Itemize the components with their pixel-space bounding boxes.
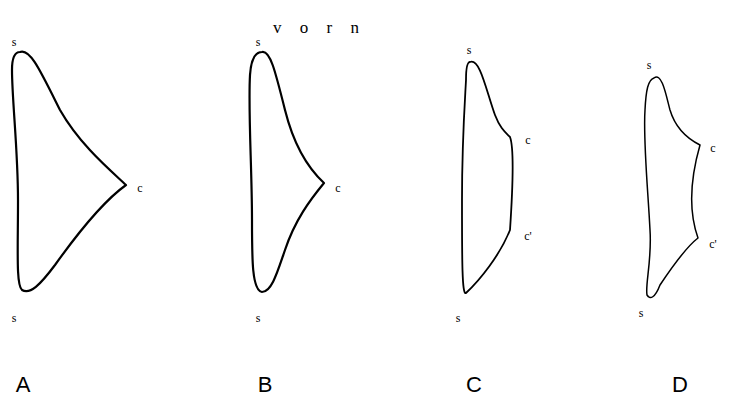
- outline-a: [12, 52, 126, 292]
- outline-b: [249, 52, 324, 292]
- vertex-label: c': [524, 230, 532, 242]
- vertex-label: c: [137, 182, 142, 194]
- vertex-label: s: [456, 312, 461, 324]
- vertex-label: s: [12, 312, 17, 324]
- figure-letter: A: [16, 374, 31, 396]
- figure-letter: C: [466, 374, 482, 396]
- vertex-label: s: [467, 44, 472, 56]
- vertex-label: c': [709, 238, 717, 250]
- vertex-label: c: [335, 182, 340, 194]
- orientation-label: v o r n: [273, 19, 359, 36]
- vertex-label: s: [639, 307, 644, 319]
- vertex-label: s: [256, 36, 261, 48]
- figure-letter: B: [258, 374, 273, 396]
- vertex-label: s: [12, 36, 17, 48]
- figure-letter: D: [672, 374, 688, 396]
- vertex-label: c: [525, 134, 530, 146]
- outline-c: [462, 62, 513, 294]
- vertex-label: s: [256, 312, 261, 324]
- outline-d: [645, 77, 700, 297]
- vertex-label: s: [647, 59, 652, 71]
- vertex-label: c: [710, 142, 715, 154]
